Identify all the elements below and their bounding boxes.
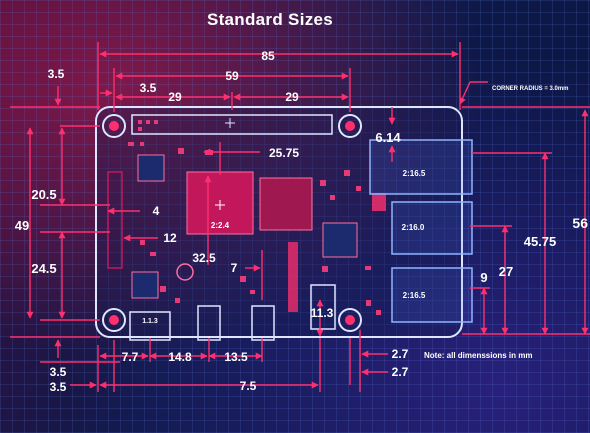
dim-9: 9 bbox=[480, 270, 487, 285]
mounting-hole-tr bbox=[338, 114, 362, 138]
dim-3-5-bottom-1: 3.5 bbox=[50, 365, 67, 379]
dim-25-75: 25.75 bbox=[269, 146, 299, 160]
corner-radius-note: CORNER RADIUS = 3.0mm bbox=[492, 86, 569, 92]
dim-7: 7 bbox=[231, 261, 238, 275]
dim-29-left: 29 bbox=[168, 90, 182, 104]
dim-3-5-bottom-2: 3.5 bbox=[50, 380, 67, 394]
dim-85: 85 bbox=[261, 49, 275, 63]
small-chip bbox=[372, 193, 386, 211]
dim-3-5-top: 3.5 bbox=[48, 67, 65, 81]
rtc-battery bbox=[176, 263, 194, 281]
microhdmi-1 bbox=[251, 305, 275, 341]
dim-45-75: 45.75 bbox=[524, 234, 557, 249]
mounting-hole-tl bbox=[102, 114, 126, 138]
usb-port-upper-label: 2:16.0 bbox=[402, 223, 425, 232]
ethernet-port bbox=[369, 139, 473, 195]
dim-56: 56 bbox=[572, 215, 588, 231]
dim-7-5: 7.5 bbox=[240, 379, 257, 393]
mounting-hole-bl bbox=[102, 308, 126, 332]
dim-27: 27 bbox=[499, 264, 513, 279]
dim-24-5: 24.5 bbox=[31, 261, 56, 276]
csi-connector bbox=[107, 171, 123, 269]
usb-port-lower-label: 2:16.5 bbox=[403, 291, 426, 300]
page-title: Standard Sizes bbox=[206, 10, 334, 29]
gpio-header bbox=[131, 114, 333, 135]
dim-7-7: 7.7 bbox=[122, 350, 139, 364]
eth-chip bbox=[322, 222, 358, 258]
dim-11-3: 11.3 bbox=[311, 306, 334, 320]
dim-49: 49 bbox=[15, 218, 29, 233]
units-footnote: Note: all dimenssions in mm bbox=[424, 351, 532, 360]
usb-port-lower bbox=[391, 267, 473, 323]
board: 2:2.4 2:16.5 2:16.0 2:16.5 1.1.3 bbox=[95, 106, 473, 341]
dim-14-8: 14.8 bbox=[168, 350, 192, 364]
mounting-hole-br bbox=[338, 308, 362, 332]
dim-32-5: 32.5 bbox=[192, 251, 216, 265]
dim-13-5: 13.5 bbox=[224, 350, 248, 364]
dimension-lines bbox=[10, 42, 590, 392]
ram-chip bbox=[259, 177, 313, 231]
small-components bbox=[128, 142, 381, 315]
wifi-chip bbox=[131, 271, 159, 299]
dim-2-7-a: 2.7 bbox=[392, 347, 409, 361]
pmic-chip bbox=[137, 154, 165, 182]
dim-29-right: 29 bbox=[285, 90, 299, 104]
dim-20-5: 20.5 bbox=[31, 187, 56, 202]
dim-4: 4 bbox=[153, 204, 160, 218]
soc-label: 2:2.4 bbox=[211, 221, 230, 230]
dim-59: 59 bbox=[225, 69, 239, 83]
dim-2-7-b: 2.7 bbox=[392, 365, 409, 379]
pcie-connector bbox=[288, 242, 298, 312]
dimension-labels: 85 59 3.5 3.5 29 29 6.14 25.75 20.5 4 49… bbox=[15, 49, 588, 394]
dim-3-5-inner: 3.5 bbox=[140, 81, 157, 95]
usb-c-label: 1.1.3 bbox=[142, 318, 158, 325]
usb-port-upper bbox=[391, 201, 473, 255]
gpio-pins bbox=[138, 120, 158, 131]
ethernet-port-label: 2:16.5 bbox=[403, 169, 426, 178]
dim-12: 12 bbox=[163, 231, 177, 245]
dim-6-14: 6.14 bbox=[375, 130, 401, 145]
